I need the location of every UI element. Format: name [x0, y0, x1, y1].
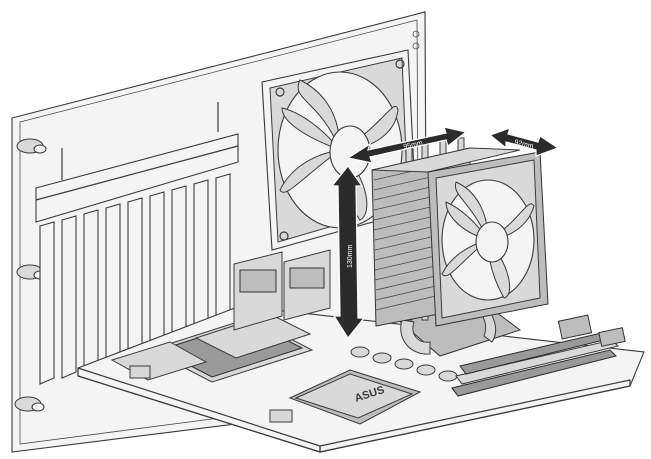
slot-covers	[39, 173, 231, 385]
dimension-arrows: 95mm 92mm 130mm	[330, 126, 560, 340]
cooler-fan-hub	[475, 221, 509, 263]
chipset-heatsink: ASUS	[288, 369, 422, 425]
dimension-label-95mm: 95mm	[403, 140, 424, 151]
ram-slots	[451, 329, 621, 397]
capacitors	[350, 346, 458, 382]
cooler-fan	[427, 151, 549, 327]
dimension-130mm: 130mm	[330, 164, 366, 340]
expansion-slot-bracket	[35, 133, 239, 385]
dimension-label-130mm: 130mm	[347, 244, 354, 268]
motherboard: ASUS	[77, 249, 645, 453]
rear-io	[233, 249, 331, 331]
dimension-92mm: 92mm	[488, 127, 560, 157]
cpu-cooler	[371, 137, 549, 357]
dimension-label-92mm: 92mm	[514, 139, 535, 150]
standoff	[16, 138, 47, 154]
dimension-95mm: 95mm	[346, 126, 468, 164]
standoff	[14, 396, 45, 412]
